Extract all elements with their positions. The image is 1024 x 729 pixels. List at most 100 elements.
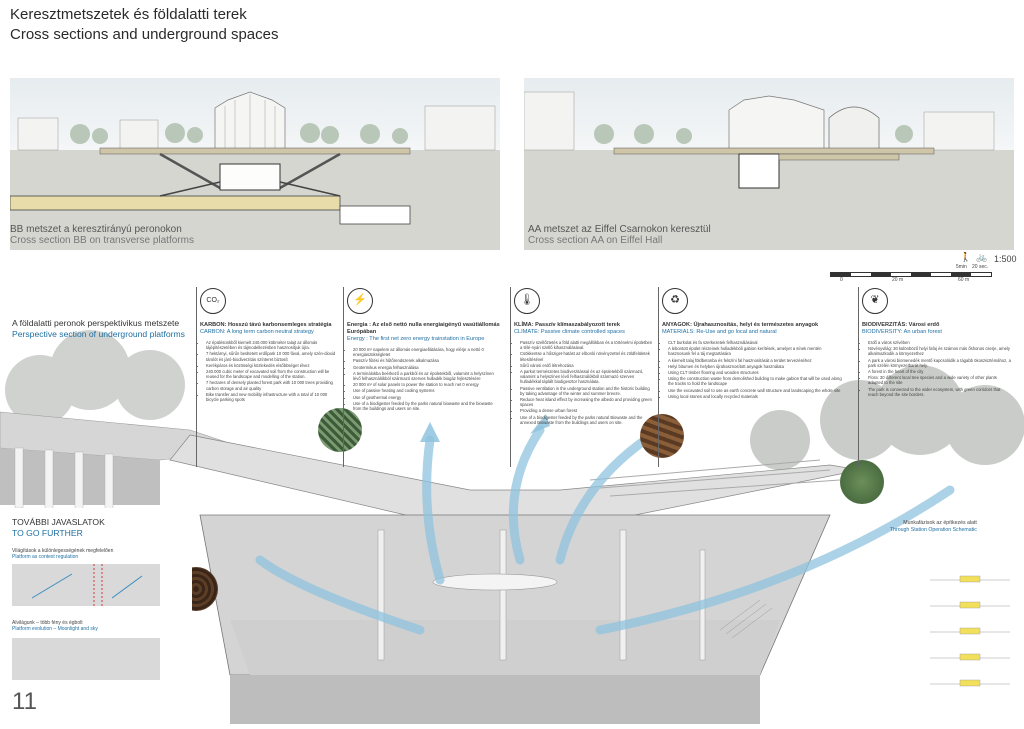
list-item: 7 hectares of densely planted forest par… (206, 380, 340, 390)
cross-section-aa-caption: AA metszet az Eiffel Csarnokon keresztül… (528, 224, 711, 246)
further-title: TOVÁBBI JAVASLATOK TO GO FURTHER (12, 517, 105, 539)
platform-regulation-diagram (31, 564, 143, 606)
column-materials-list: CLT burkolat és fa szerkezetek felhaszná… (662, 340, 842, 399)
co2-icon: CO₂ (200, 288, 226, 314)
perspective-title: A földalatti peronok perspektivikus mets… (12, 318, 185, 340)
forest-swatch (840, 460, 884, 504)
list-item: 7 hektárnyi, sűrűn beültetett erdőpark 1… (206, 351, 340, 361)
list-item: Helyi bitumen és helyben újrahasznosítot… (668, 364, 842, 369)
perspective-section-drawing (0, 330, 1024, 724)
list-item: Bike transfer and new mobility infrastru… (206, 392, 340, 402)
column-carbon-list: Az épülésünkből kiemelt 240.000 köbméter… (200, 340, 340, 402)
list-item: A forest in the heart of the city (868, 369, 1012, 374)
list-item: Using the construction waste from demoli… (668, 376, 842, 386)
list-item: Erdő a város szívében (868, 340, 1012, 345)
column-energy: ⚡ Energia : Az első nettó nulla energiai… (347, 288, 502, 412)
column-divider-5 (858, 287, 859, 467)
further-title-en: TO GO FURTHER (12, 528, 83, 538)
list-item: Use the excavated soil to use as earth c… (668, 388, 842, 393)
further-title-hu: TOVÁBBI JAVASLATOK (12, 517, 105, 527)
operation-schematic-drawing (930, 575, 1010, 687)
list-item: A terminálokba beérkező a parkból és az … (353, 371, 502, 381)
thermometer-icon: 🌡 (514, 288, 540, 314)
column-materials: ♻ ANYAGOK: Újrahasznosítás, helyi és ter… (662, 288, 842, 400)
schema-title: Munkafázisok az építkezés alatt Through … (890, 520, 977, 534)
list-item: Use of passive heating and cooling syste… (353, 388, 502, 393)
column-carbon: CO₂ KARBON: Hosszú távú karbonsemleges s… (200, 288, 340, 403)
list-item: Passzív szellőztetés a föld alatti megál… (520, 340, 654, 350)
list-item: Use of geothermal energy (353, 395, 502, 400)
list-item: Use of a biodigester feeded by the parks… (520, 415, 654, 425)
list-item: The park is connected to the wider ecosy… (868, 387, 1012, 397)
list-item: Flora: 30 different local tree species a… (868, 375, 1012, 385)
further-item-2-diagram (12, 638, 160, 680)
list-item: Geotermikus energia felhasználása (353, 365, 502, 370)
schema-title-en: Through Station Operation Schematic (890, 527, 977, 533)
column-climate: 🌡 KLÍMA: Passzív klímaszabályozott terek… (514, 288, 654, 426)
list-item: Using local stones and locally recycled … (668, 394, 842, 399)
list-item: Passzív fűtési és hűtőrendszerek alkalma… (353, 358, 502, 363)
list-item: Passive ventilation in the underground s… (520, 386, 654, 396)
column-energy-heading: Energia : Az első nettó nulla energiaigé… (347, 322, 500, 335)
caption-bb-en: Cross section BB on transverse platforms (10, 235, 194, 246)
leaf-icon: ❦ (862, 288, 888, 314)
caption-aa-en: Cross section AA on Eiffel Hall (528, 235, 663, 246)
caption-bb-hu: BB metszet a keresztirányú peronokon (10, 224, 182, 235)
page-title-hu: Keresztmetszetek és földalatti terek (10, 6, 247, 23)
list-item: Növényvilág: 30 különböző helyi fafaj és… (868, 346, 1012, 356)
column-divider-3 (510, 287, 511, 467)
list-item: Kerékpáros és közösségi közlekedés elsőb… (206, 363, 340, 368)
column-divider-2 (343, 287, 344, 467)
column-materials-heading: ANYAGOK: Újrahasznosítás, helyi és termé… (662, 322, 819, 328)
scale-tick-20: 20 m (892, 277, 904, 283)
green-wall-swatch (318, 408, 362, 452)
cross-section-bb-drawing (9, 78, 500, 250)
scale-ratio: 1:500 (994, 254, 1017, 264)
further-item-1-hu: Világítások a különlegességének megfelel… (12, 548, 114, 554)
column-biodiversity-subheading: BIODIVERSITY: An urban forest (862, 329, 942, 335)
further-item-1-en: Platform as context regulation (12, 554, 79, 560)
further-item-2-label: Alvilágunk – több fény és égbolt Platfor… (12, 620, 98, 632)
recycle-icon: ♻ (662, 288, 688, 314)
cross-section-bb-caption: BB metszet a keresztirányú peronokon Cro… (10, 224, 194, 246)
cross-section-aa: AA metszet az Eiffel Csarnokon keresztül… (523, 78, 1014, 250)
column-biodiversity-heading: BIODIVERZITÁS: Városi erdő (862, 322, 940, 328)
column-carbon-heading: KARBON: Hosszú távú karbonsemleges strat… (200, 322, 332, 328)
caption-aa-hu: AA metszet az Eiffel Csarnokon keresztül (528, 224, 711, 235)
page-number: 11 (12, 688, 37, 715)
column-biodiversity-list: Erdő a város szívében Növényvilág: 30 kü… (862, 340, 1012, 397)
list-item: Csökkentse a hősziget-hatást az elbonló … (520, 351, 654, 361)
further-item-1-diagram (12, 564, 160, 606)
further-item-1-label: Világítások a különlegességének megfelel… (12, 548, 113, 560)
operation-schematic (920, 540, 1020, 724)
list-item: CLT burkolat és fa szerkezetek felhaszná… (668, 340, 842, 345)
scale-tick-60: 60 m (958, 277, 970, 283)
column-climate-heading: KLÍMA: Passzív klímaszabályozott terek (514, 322, 621, 328)
list-item: 20 000 m² napelem az állomás energiaellá… (353, 347, 502, 357)
column-materials-subheading: MATERIALS: Re-Use and go local and natur… (662, 329, 777, 335)
plug-icon: ⚡ (347, 288, 373, 314)
column-biodiversity: ❦ BIODIVERZITÁS: Városi erdő BIODIVERSIT… (862, 288, 1012, 398)
list-item: Az épülésünkből kiemelt 240.000 köbméter… (206, 340, 340, 350)
scale-tick-0: 0 (840, 277, 843, 283)
further-item-2-hu: Alvilágunk – több fény és égbolt (12, 620, 83, 626)
list-item: Sűrű városi erdő létrehozása (520, 363, 654, 368)
scale-bar: 🚶 🚲 1:500 5min 20 sec. 0 20 m 60 m (830, 252, 1020, 284)
column-energy-list: 20 000 m² napelem az állomás energiaellá… (347, 347, 502, 411)
list-item: Use of a biodigester feeded by the parks… (353, 401, 502, 411)
list-item: A park a városi biomenedék mentő kapcsol… (868, 358, 1012, 368)
column-climate-subheading: CLIMATE: Passive climate controlled spac… (514, 329, 625, 335)
scale-line (830, 272, 992, 277)
column-carbon-subheading: CARBON: A long term carbon neutral strat… (200, 329, 314, 335)
further-panel (0, 508, 192, 724)
schema-title-hu: Munkafázisok az építkezés alatt (903, 520, 977, 526)
list-item: Reduce heat island effect by increasing … (520, 397, 654, 407)
cross-section-bb: BB metszet a keresztirányú peronokon Cro… (9, 78, 500, 250)
cross-section-aa-drawing (523, 78, 1014, 250)
timber-swatch (640, 414, 684, 458)
further-item-2-en: Platform evolution – Moonlight and sky (12, 626, 98, 632)
list-item: Using CLT timber flooring and wooden str… (668, 370, 842, 375)
list-item: A kiemelt talaj földbetonba és felszíni … (668, 358, 842, 363)
column-energy-subheading: Energy : The first net zero energy train… (347, 336, 485, 342)
list-item: A parkot természetes biodiverzitással és… (520, 369, 654, 385)
